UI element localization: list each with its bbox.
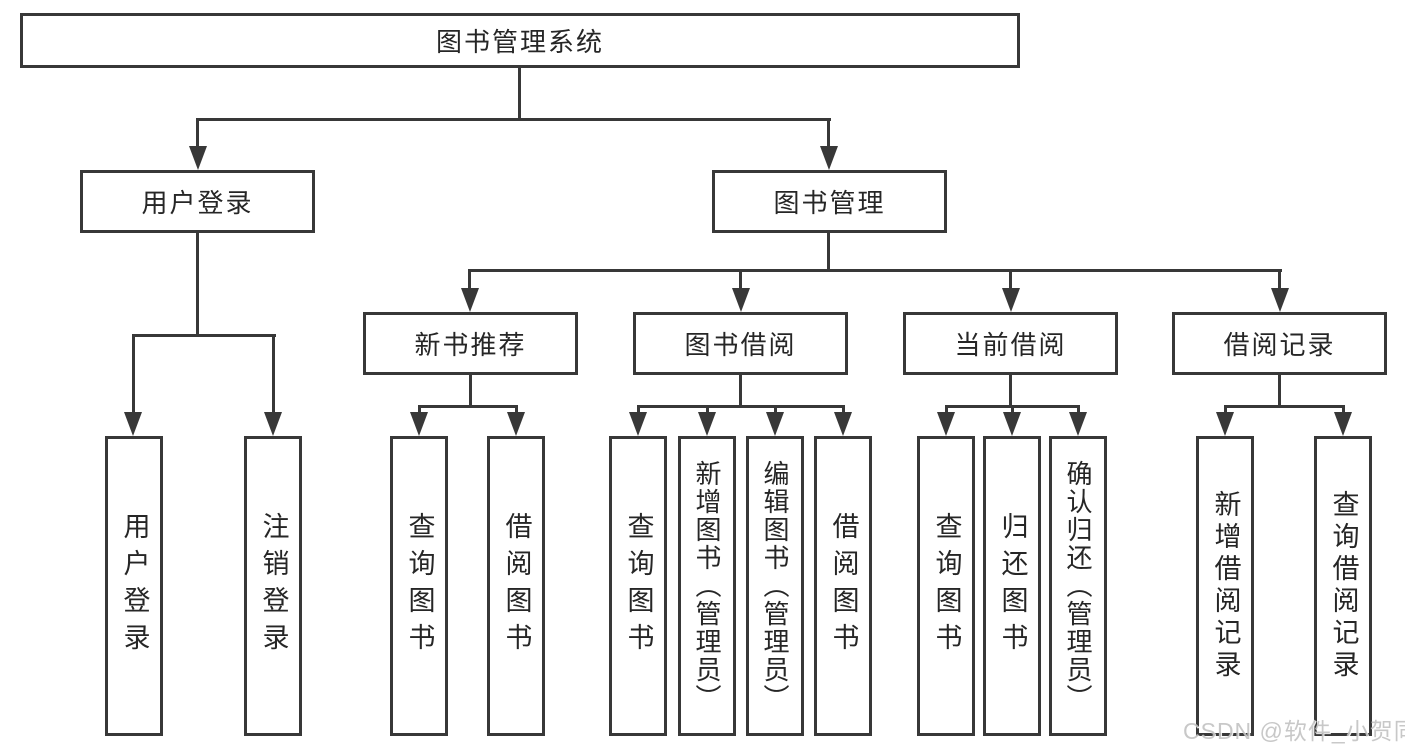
node-user-login-label: 用户登录 [141, 188, 254, 218]
connector-line [196, 118, 831, 121]
leaf-logout-label: 注销登录 [258, 512, 289, 660]
connector-arrow [629, 412, 647, 436]
connector-arrow [124, 412, 142, 436]
connector-line [132, 334, 135, 416]
node-book-borrowing-label: 图书借阅 [684, 330, 797, 360]
connector-arrow [834, 412, 852, 436]
leaf-user-login: 用户登录 [105, 436, 163, 736]
connector-line [418, 405, 421, 417]
connector-line [637, 405, 640, 417]
connector-arrow [507, 412, 525, 436]
node-root: 图书管理系统 [20, 13, 1020, 68]
connector-line [739, 269, 742, 291]
leaf-borrow-query-books: 查询图书 [609, 436, 667, 736]
leaf-borrow-books: 借阅图书 [814, 436, 872, 736]
connector-arrow [1216, 412, 1234, 436]
connector-line [1224, 405, 1345, 408]
leaf-edit-books-admin: 编辑图书（管理员） [746, 436, 804, 736]
leaf-add-books-admin-label: 新增图书（管理员） [692, 460, 722, 712]
connector-line [1077, 405, 1080, 417]
connector-line [418, 405, 518, 408]
leaf-recommend-borrow-books: 借阅图书 [487, 436, 545, 736]
connector-line [468, 269, 471, 291]
node-book-management-label: 图书管理 [773, 188, 886, 218]
leaf-logout: 注销登录 [244, 436, 302, 736]
node-book-borrowing: 图书借阅 [633, 312, 848, 375]
node-root-label: 图书管理系统 [435, 27, 604, 57]
connector-line [1278, 269, 1281, 291]
node-borrowing-records: 借阅记录 [1172, 312, 1387, 375]
connector-line [739, 373, 742, 407]
connector-line [827, 231, 830, 272]
leaf-borrow-query-books-label: 查询图书 [623, 512, 654, 660]
connector-line [469, 373, 472, 408]
connector-line [468, 269, 1282, 272]
leaf-borrow-books-label: 借阅图书 [828, 512, 859, 660]
node-current-borrowing: 当前借阅 [903, 312, 1118, 375]
connector-arrow [1334, 412, 1352, 436]
leaf-query-borrow-record-label: 查询借阅记录 [1328, 490, 1359, 682]
leaf-return-books-label: 归还图书 [997, 512, 1028, 660]
connector-arrow [1271, 288, 1289, 312]
connector-line [1009, 269, 1012, 291]
connector-arrow [937, 412, 955, 436]
csdn-watermark: CSDN @软件_小贺同学 [1183, 718, 1405, 744]
connector-line [1009, 373, 1012, 408]
leaf-query-borrow-record: 查询借阅记录 [1314, 436, 1372, 736]
connector-arrow [766, 412, 784, 436]
leaf-recommend-query-books-label: 查询图书 [404, 512, 435, 660]
connector-arrow [1002, 288, 1020, 312]
leaf-return-books: 归还图书 [983, 436, 1041, 736]
connector-arrow [410, 412, 428, 436]
node-current-borrowing-label: 当前借阅 [954, 330, 1067, 360]
leaf-user-login-label: 用户登录 [119, 512, 150, 660]
connector-arrow [820, 146, 838, 170]
connector-line [272, 334, 275, 416]
leaf-add-borrow-record-label: 新增借阅记录 [1210, 490, 1241, 682]
leaf-edit-books-admin-label: 编辑图书（管理员） [760, 460, 790, 712]
connector-arrow [189, 146, 207, 170]
connector-arrow [732, 288, 750, 312]
connector-arrow [1069, 412, 1087, 436]
connector-line [132, 334, 276, 337]
leaf-current-query-books: 查询图书 [917, 436, 975, 736]
leaf-add-borrow-record: 新增借阅记录 [1196, 436, 1254, 736]
connector-arrow [1003, 412, 1021, 436]
node-new-book-recommend: 新书推荐 [363, 312, 578, 375]
connector-line [196, 118, 199, 150]
connector-line [515, 405, 518, 417]
node-borrowing-records-label: 借阅记录 [1223, 330, 1336, 360]
connector-line [842, 405, 845, 417]
connector-line [196, 231, 199, 336]
connector-arrow [698, 412, 716, 436]
node-new-book-recommend-label: 新书推荐 [414, 330, 527, 360]
connector-line [945, 405, 948, 417]
leaf-confirm-return-admin: 确认归还（管理员） [1049, 436, 1107, 736]
leaf-confirm-return-admin-label: 确认归还（管理员） [1063, 460, 1093, 712]
node-user-login: 用户登录 [80, 170, 315, 233]
connector-line [1278, 373, 1281, 407]
connector-arrow [264, 412, 282, 436]
connector-line [706, 405, 709, 417]
leaf-current-query-books-label: 查询图书 [931, 512, 962, 660]
connector-line [1342, 405, 1345, 417]
connector-line [518, 66, 521, 120]
connector-line [774, 405, 777, 417]
connector-line [1224, 405, 1227, 417]
connector-line [637, 405, 845, 408]
connector-arrow [461, 288, 479, 312]
node-book-management: 图书管理 [712, 170, 947, 233]
connector-line [827, 118, 830, 150]
leaf-add-books-admin: 新增图书（管理员） [678, 436, 736, 736]
leaf-recommend-query-books: 查询图书 [390, 436, 448, 736]
connector-line [1011, 405, 1014, 417]
leaf-recommend-borrow-books-label: 借阅图书 [501, 512, 532, 660]
